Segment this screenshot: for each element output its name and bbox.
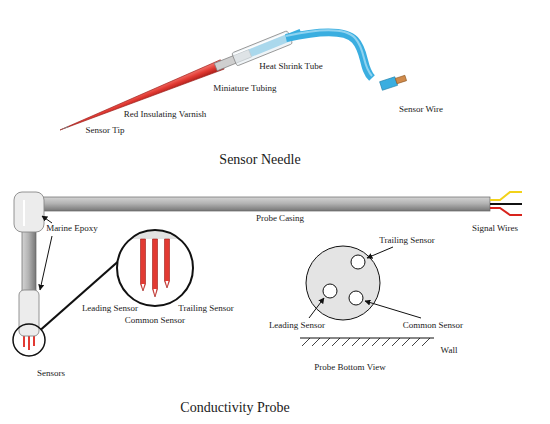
part-label: Probe Casing <box>256 214 304 224</box>
common-hole <box>349 291 363 305</box>
wall-hatch <box>402 338 410 346</box>
part-label: Marine Epoxy <box>46 224 98 234</box>
leading-hole <box>323 284 337 298</box>
wall-hatch <box>352 338 360 346</box>
figure-caption: Sensor Needle <box>219 152 300 167</box>
part-label: Miniature Tubing <box>213 84 276 94</box>
wall-hatch <box>302 338 310 346</box>
leader-arrow <box>367 247 393 258</box>
wall-hatch <box>342 338 350 346</box>
pin-tip <box>142 284 145 289</box>
sensor-wire <box>286 32 372 78</box>
wall-hatch <box>372 338 380 346</box>
part-label: Sensor Wire <box>399 105 443 115</box>
pin-tip <box>154 289 157 295</box>
sensor-needle <box>57 26 303 136</box>
leader-arrow <box>40 236 52 290</box>
trailing-pin <box>165 239 170 288</box>
wall-hatch <box>382 338 390 346</box>
wall-hatch <box>412 338 420 346</box>
part-label: Red Insulating Varnish <box>124 110 206 120</box>
zoom-epoxy <box>110 225 200 239</box>
leader-arrow <box>365 301 421 318</box>
wire-end <box>380 74 408 91</box>
sensor-pin <box>23 336 25 347</box>
sensor-label: Common Sensor <box>125 316 185 326</box>
sensor-label: Trailing Sensor <box>178 304 233 314</box>
probe-leg <box>22 230 36 292</box>
copper-core <box>395 75 406 83</box>
zoom-ground <box>117 230 193 306</box>
leader-arrow <box>309 298 324 318</box>
figure-caption: Conductivity Probe <box>180 400 289 415</box>
common-pin <box>153 239 158 297</box>
wall-hatch <box>422 338 430 346</box>
wall-hatch <box>312 338 320 346</box>
wall-hatch <box>362 338 370 346</box>
wire-piece <box>380 77 398 91</box>
tip-epoxy <box>19 290 39 336</box>
sensor-label: Common Sensor <box>403 321 463 331</box>
metal-tip <box>60 126 69 130</box>
part-label: Wall <box>441 346 458 356</box>
black-wire <box>490 203 522 205</box>
detail-leader <box>41 262 118 330</box>
elbow-shine <box>23 200 25 226</box>
zoom-content <box>110 225 200 297</box>
heat-shrink-tube <box>232 31 293 66</box>
sensor-label: Leading Sensor <box>269 321 325 331</box>
zoom-circle <box>117 230 193 306</box>
trailing-hole <box>351 255 365 269</box>
sensor-pin <box>28 336 30 350</box>
yellow-wire <box>490 192 522 200</box>
part-label: Sensors <box>37 369 65 379</box>
probe-casing <box>40 197 490 211</box>
leader-arrow <box>42 216 52 223</box>
tube-shine <box>234 33 286 54</box>
part-label: Signal Wires <box>472 224 518 234</box>
wall-hatch <box>332 338 340 346</box>
sensor-pin <box>33 336 35 346</box>
red-needle <box>58 60 224 135</box>
pin-tip <box>166 281 169 286</box>
elbow-epoxy <box>14 192 44 232</box>
red-wire <box>490 208 522 215</box>
sensor-label: Leading Sensor <box>82 304 138 314</box>
sensor-label: Trailing Sensor <box>379 236 434 246</box>
detail-circle <box>13 324 45 356</box>
wall-hatch <box>392 338 400 346</box>
leading-pin <box>141 239 146 291</box>
part-label: Sensor Tip <box>86 126 125 136</box>
part-label: Heat Shrink Tube <box>259 62 323 72</box>
wall-hatch <box>322 338 330 346</box>
view-label: Probe Bottom View <box>314 363 385 373</box>
